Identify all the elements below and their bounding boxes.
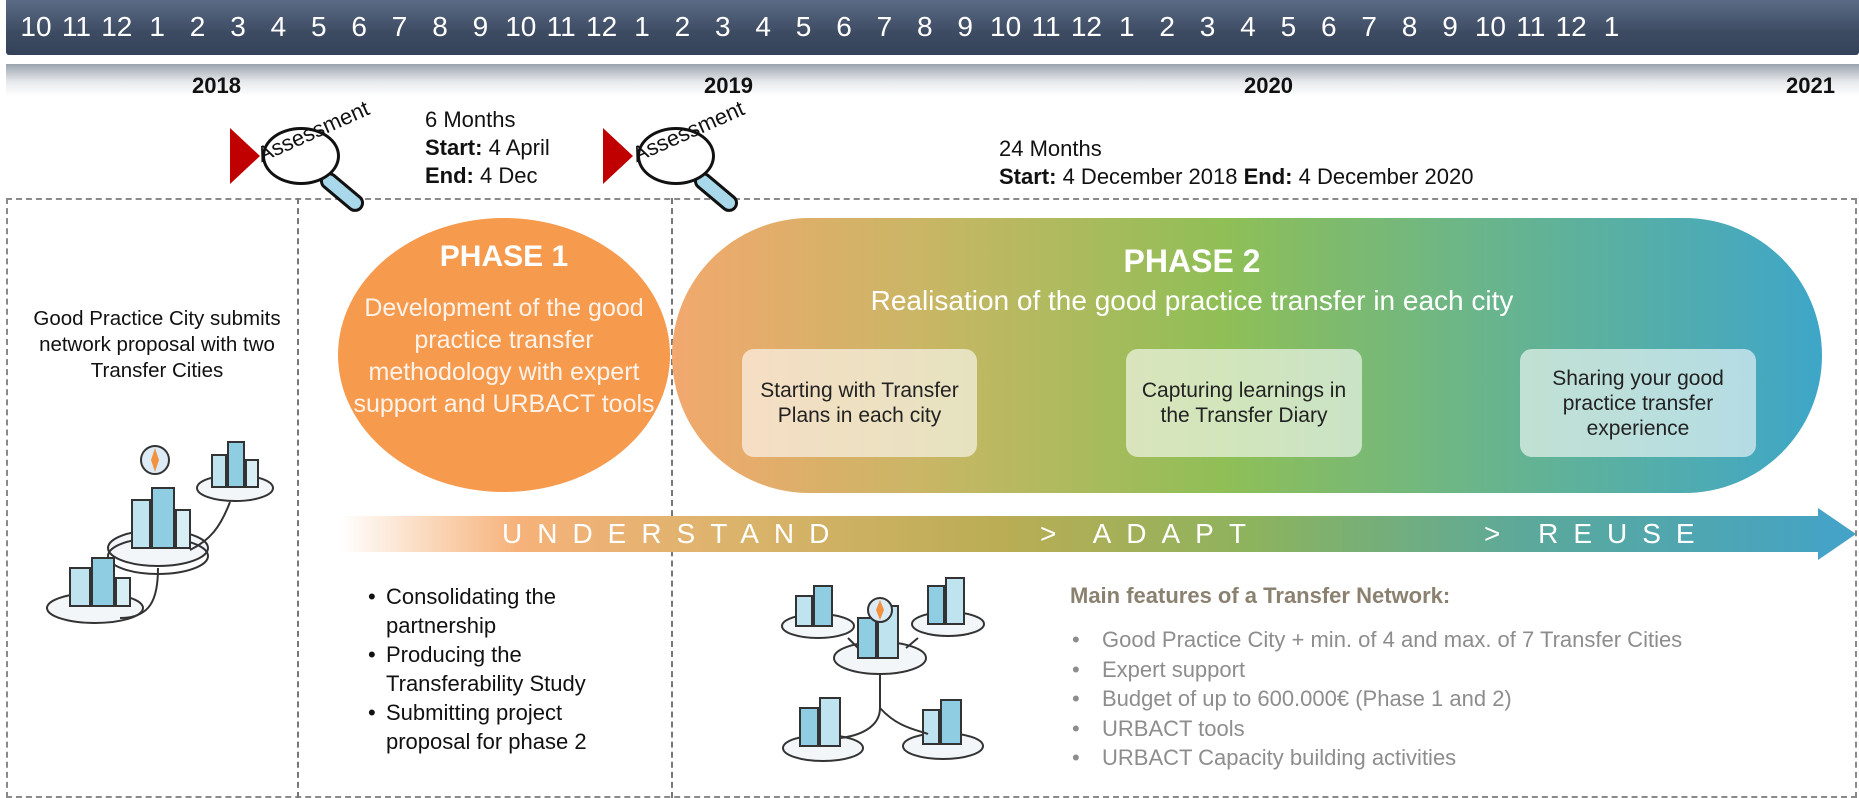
phase1-start-label: Start: <box>425 135 483 160</box>
month-label: 8 <box>1401 11 1418 42</box>
city-network-illustration-left <box>46 441 274 624</box>
month-label: 1 <box>149 11 165 42</box>
month-label: 10 <box>20 11 52 42</box>
month-label: 1 <box>1119 11 1135 42</box>
features-list: Good Practice City + min. of 4 and max. … <box>1070 625 1682 773</box>
month-label: 1 <box>1603 11 1620 42</box>
month-label: 5 <box>1280 11 1297 42</box>
divider-left <box>297 198 299 798</box>
phase2-duration: 24 Months <box>999 136 1102 161</box>
phase2-start-value: 4 December 2018 <box>1062 164 1238 189</box>
assessment-marker-1 <box>230 128 260 184</box>
phase2-start-label: Start: <box>999 164 1057 189</box>
month-label: 8 <box>432 11 448 42</box>
month-label: 9 <box>1442 11 1458 42</box>
year-timeline-bar <box>6 64 1859 96</box>
list-item: Consolidating the partnership <box>368 582 616 640</box>
month-label: 6 <box>351 11 367 42</box>
month-label: 10 <box>1474 11 1506 42</box>
assessment-marker-2 <box>603 128 633 184</box>
month-label: 12 <box>101 11 133 42</box>
phase1-circle <box>338 218 670 492</box>
list-item: Budget of up to 600.000€ (Phase 1 and 2) <box>1070 684 1682 714</box>
month-label: 11 <box>546 11 576 42</box>
year-label-2018: 2018 <box>192 73 241 98</box>
city-network-illustration-center <box>781 577 985 762</box>
process-arrow-head <box>1818 508 1856 560</box>
phase1-end-value: 4 Dec <box>480 163 538 188</box>
month-label: 2 <box>1159 11 1175 42</box>
phase2-box-transfer-diary: Capturing learnings in the Transfer Diar… <box>1126 349 1362 457</box>
month-label: 3 <box>230 11 246 42</box>
month-label: 1 <box>634 11 650 42</box>
month-label: 5 <box>311 11 327 42</box>
month-label: 12 <box>586 11 618 42</box>
phase2-end-label: End: <box>1243 164 1293 189</box>
month-label: 7 <box>1361 11 1377 42</box>
month-label: 12 <box>1555 11 1587 42</box>
features-title: Main features of a Transfer Network: <box>1070 583 1451 608</box>
month-label: 10 <box>990 11 1022 42</box>
year-label-2021: 2021 <box>1786 73 1835 98</box>
phase2-title: PHASE 2 <box>1123 243 1261 279</box>
month-label: 4 <box>1240 11 1256 42</box>
month-label: 2 <box>674 11 691 42</box>
arrow-label-reuse: > REUSE <box>1484 518 1710 549</box>
phase2-box-transfer-plans: Starting with Transfer Plans in each cit… <box>742 349 977 457</box>
arrow-label-adapt: > ADAPT <box>1040 518 1261 549</box>
month-label: 11 <box>61 11 91 42</box>
month-label: 4 <box>755 11 771 42</box>
phase2-subtitle: Realisation of the good practice transfe… <box>870 285 1514 316</box>
month-label: 7 <box>391 11 408 42</box>
magnifier-icon <box>262 127 340 185</box>
month-label: 5 <box>795 11 812 42</box>
phase1-description: Development of the good practice transfe… <box>353 294 655 418</box>
month-label: 8 <box>917 11 933 42</box>
phase1-end-label: End: <box>425 163 474 188</box>
month-label: 11 <box>1031 11 1061 42</box>
month-label: 9 <box>957 11 973 42</box>
process-arrow-shaft <box>340 516 1818 552</box>
month-label: 10 <box>505 11 537 42</box>
month-label: 12 <box>1070 11 1102 42</box>
list-item: URBACT tools <box>1070 714 1682 744</box>
phase1-start-value: 4 April <box>488 135 550 160</box>
year-label-2019: 2019 <box>704 73 753 98</box>
list-item: Submitting project proposal for phase 2 <box>368 698 646 756</box>
phase1-task-list: Consolidating the partnership Producing … <box>368 582 646 756</box>
list-item: Expert support <box>1070 655 1682 685</box>
month-label: 6 <box>1321 11 1337 42</box>
month-label: 4 <box>270 11 287 42</box>
month-label: 9 <box>472 11 489 42</box>
good-practice-city-text: Good Practice City submits network propo… <box>33 307 281 382</box>
month-label: 11 <box>1516 11 1546 42</box>
divider-right <box>671 198 673 798</box>
magnifier-icon <box>637 127 715 185</box>
month-label: 7 <box>876 11 893 42</box>
phase1-title: PHASE 1 <box>439 240 569 273</box>
phase1-timing: 6 Months Start: 4 April End: 4 Dec <box>425 106 550 190</box>
list-item: Good Practice City + min. of 4 and max. … <box>1070 625 1682 655</box>
year-label-2020: 2020 <box>1244 73 1293 98</box>
phase1-duration: 6 Months <box>425 107 516 132</box>
month-label: 6 <box>836 11 852 42</box>
list-item: URBACT Capacity building activities <box>1070 743 1682 773</box>
arrow-label-understand: UNDERSTAND <box>502 518 845 549</box>
month-label: 3 <box>1199 11 1216 42</box>
list-item: Producing the Transferability Study <box>368 640 616 698</box>
month-label: 2 <box>189 11 206 42</box>
month-label: 3 <box>715 11 731 42</box>
phase2-timing: 24 Months Start: 4 December 2018 End: 4 … <box>999 135 1474 191</box>
phase2-end-value: 4 December 2020 <box>1298 164 1474 189</box>
phase2-box-sharing-experience: Sharing your good practice transfer expe… <box>1520 349 1756 457</box>
